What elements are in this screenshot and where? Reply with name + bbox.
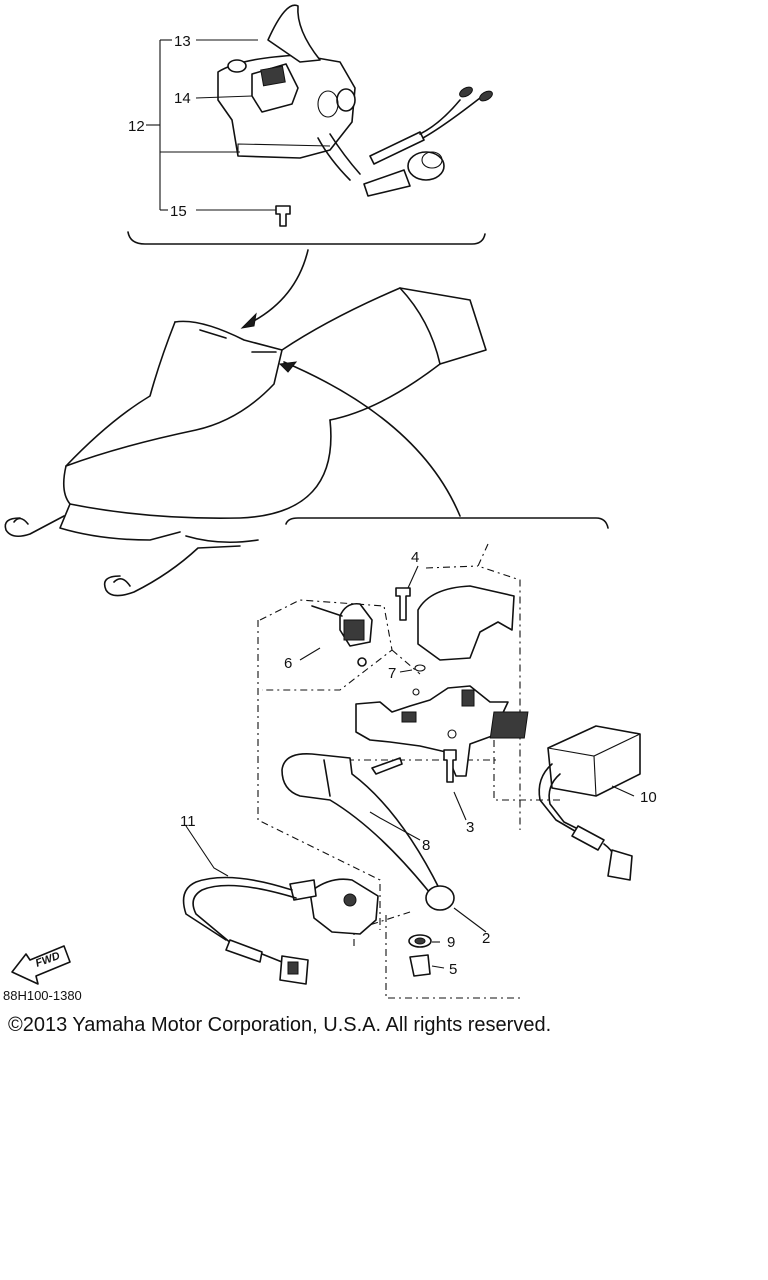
figure-code: 88H100-1380 <box>3 988 82 1003</box>
callout-7: 7 <box>388 665 396 682</box>
callout-14: 14 <box>174 90 191 107</box>
callout-2: 2 <box>482 930 490 947</box>
callout-5: 5 <box>449 961 457 978</box>
callout-6: 6 <box>284 655 292 672</box>
callout-8: 8 <box>422 837 430 854</box>
fwd-arrow-icon: FWD <box>11 945 71 985</box>
arrow-to-lever <box>283 361 461 517</box>
callout-15: 15 <box>170 203 187 220</box>
callout-13: 13 <box>174 33 191 50</box>
lever-assembly <box>182 517 641 999</box>
parts-diagram: FWD 13 14 12 15 4 6 7 10 3 8 11 2 9 5 <box>4 4 657 999</box>
callout-9: 9 <box>447 934 455 951</box>
callout-11: 11 <box>180 813 196 830</box>
callout-10: 10 <box>640 789 657 806</box>
handlebar-switch-assembly <box>127 4 493 245</box>
copyright-notice: ©2013 Yamaha Motor Corporation, U.S.A. A… <box>8 1014 552 1036</box>
arrow-to-hood <box>247 249 309 325</box>
snowmobile-outline <box>4 287 487 597</box>
callout-4: 4 <box>411 549 419 566</box>
callout-12: 12 <box>128 118 145 135</box>
callout-3: 3 <box>466 819 474 836</box>
